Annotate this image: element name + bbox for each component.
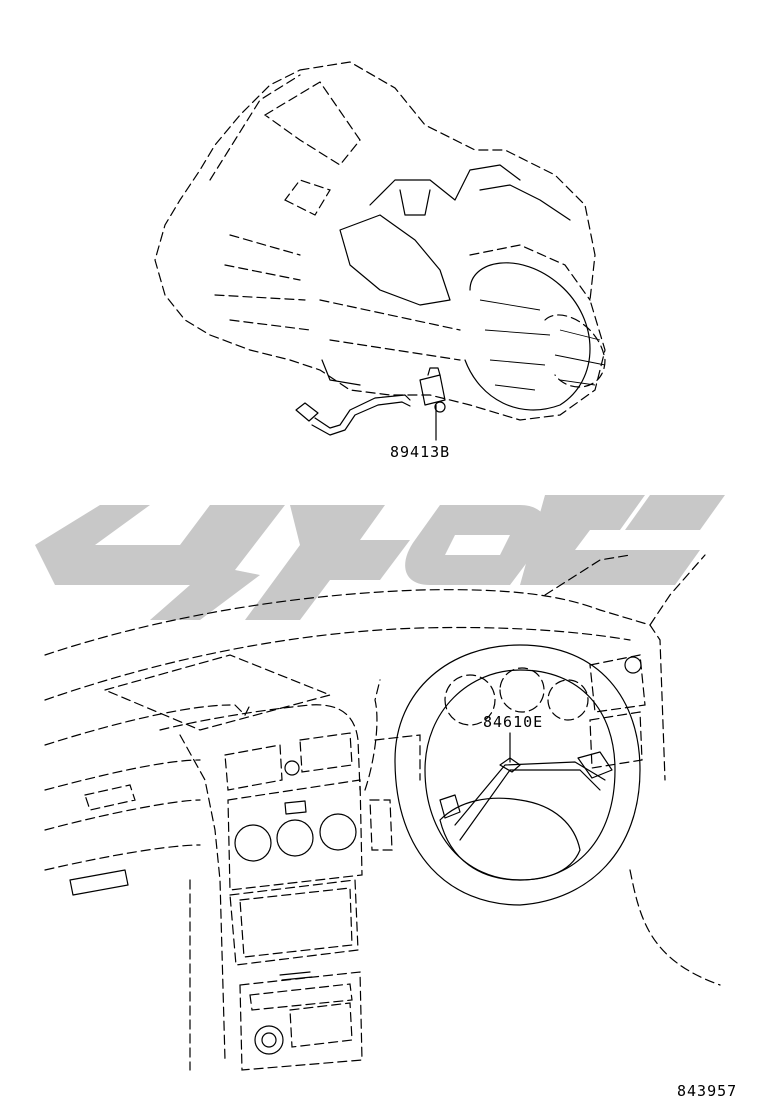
part-number-transmission-sensor: 89413B <box>390 443 451 461</box>
watermark-logo <box>35 495 725 620</box>
dashboard-assembly <box>44 554 721 1071</box>
part-number-steering-switch: 84610E <box>483 713 544 731</box>
diagram-reference-number: 843957 <box>677 1082 738 1100</box>
transmission-assembly <box>154 61 606 441</box>
